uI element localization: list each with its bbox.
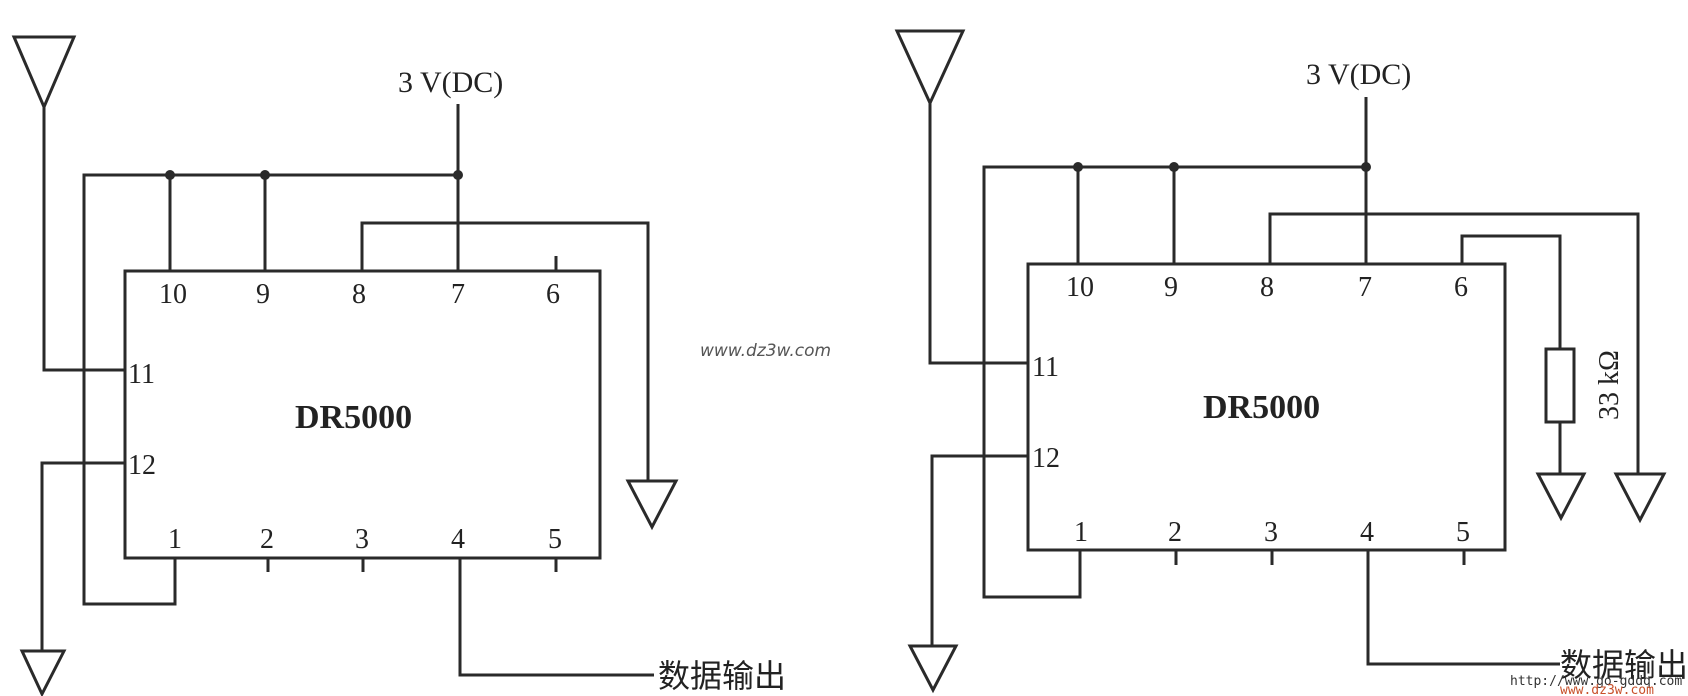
watermark-bottom-1: http://www.go-gddq.com [1510,674,1682,689]
left-junction-pin9 [260,170,270,180]
left-pin-2: 2 [260,524,274,555]
left-pin-12: 12 [128,450,156,481]
left-chip-label: DR5000 [295,399,412,436]
right-junction-supply [1361,162,1371,172]
left-pin-5: 5 [548,524,562,555]
right-ground-bottom [907,644,959,694]
right-pin-4: 4 [1360,517,1374,548]
left-wire-pin8-ground [360,221,650,481]
right-pin-12: 12 [1032,443,1060,474]
left-pin-6: 6 [546,279,560,310]
right-ground-far-right [1613,472,1667,524]
left-wire-pin12-ground [40,461,125,651]
left-pin-4: 4 [451,524,465,555]
watermark-bottom-2: www.dz3w.com [1560,683,1654,696]
right-antenna-top [894,29,966,107]
right-pin-10: 10 [1066,272,1094,303]
left-pin-11: 11 [128,359,155,390]
right-wire-antenna-pin11 [928,103,1028,365]
left-pin-1: 1 [168,524,182,555]
right-pin-5: 5 [1456,517,1470,548]
left-wire-vcc-bus [82,173,458,606]
left-junction-supply [453,170,463,180]
right-wire-pin12-ground [930,454,1028,646]
right-wire-data-out [1366,550,1560,666]
right-ground-resistor [1535,472,1587,522]
left-output-label: 数据输出 [658,657,786,695]
right-wire-vcc-bus [982,165,1366,599]
right-output-label: 数据输出 [1560,646,1688,684]
right-wire-pin6-resistor [1460,234,1562,349]
right-junction-pin9 [1169,162,1179,172]
right-wire-pin8-ground [1268,212,1640,474]
right-chip-label: DR5000 [1203,389,1320,426]
left-pin-3: 3 [355,524,369,555]
left-pin-10: 10 [159,279,187,310]
right-supply-label: 3 V(DC) [1306,58,1411,91]
right-pin-11: 11 [1032,352,1059,383]
right-pin-2: 2 [1168,517,1182,548]
right-pin-9: 9 [1164,272,1178,303]
right-resistor-label: 33 kΩ [1594,350,1625,420]
left-ground-bottom [19,649,67,696]
left-antenna-top [11,35,77,111]
left-supply-label: 3 V(DC) [398,66,503,99]
right-circuit: DR5000 3 V(DC) 33 kΩ 数据输出 10 [894,29,1688,694]
right-pin-7: 7 [1358,272,1372,303]
left-pin-9: 9 [256,279,270,310]
right-pin-8: 8 [1260,272,1274,303]
left-pin-8: 8 [352,279,366,310]
left-junction-pin10 [165,170,175,180]
right-chip-body [1026,262,1507,552]
left-wire-antenna-pin11 [42,107,125,372]
left-pin-7: 7 [451,279,465,310]
left-ground-right [625,479,679,531]
right-resistor-33k [1544,347,1576,424]
watermark-center: www.dz3w.com [700,341,831,361]
right-pin-6: 6 [1454,272,1468,303]
left-wire-data-out [458,558,654,677]
left-circuit: DR5000 3 V(DC) 数据输出 10 9 8 7 6 [11,35,786,696]
right-pin-3: 3 [1264,517,1278,548]
right-pin-1: 1 [1074,517,1088,548]
right-junction-pin10 [1073,162,1083,172]
